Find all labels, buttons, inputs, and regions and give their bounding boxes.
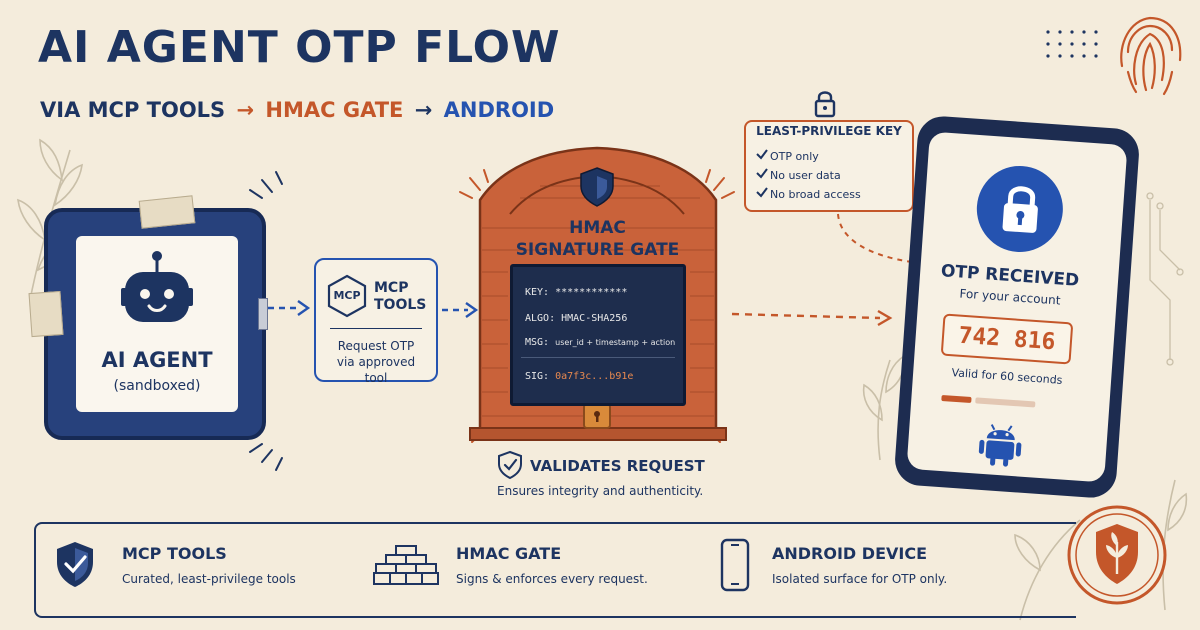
android-phone	[893, 114, 1141, 500]
mcp-desc-line1: Request OTP	[337, 339, 415, 353]
subtitle-arrow-1: →	[236, 98, 255, 122]
connector-key-to-phone	[837, 213, 913, 263]
mcp-hexagon-icon	[327, 274, 367, 318]
ai-agent-panel: AI AGENT (sandboxed)	[76, 236, 238, 412]
otp-timer-bar	[941, 394, 972, 404]
code-msg-label: MSG:	[525, 337, 550, 348]
feature-desc-hmac: Signs & enforces every request.	[456, 572, 648, 586]
validates-request-desc: Ensures integrity and authenticity.	[497, 484, 704, 498]
code-divider	[521, 357, 675, 358]
otp-code: 742 816	[957, 322, 1057, 356]
arrow-head-1	[297, 300, 311, 316]
mcp-divider	[330, 328, 422, 329]
validate-shield-check-icon	[498, 450, 522, 480]
fingerprint-icon	[1120, 16, 1182, 96]
feature-desc-android: Isolated surface for OTP only.	[772, 572, 948, 586]
least-privilege-box	[744, 120, 914, 212]
subtitle-arrow-2: →	[414, 98, 433, 122]
feature-title-mcp: MCP TOOLS	[122, 544, 227, 563]
key-padlock-icon	[814, 91, 836, 118]
agent-spark-lines	[249, 171, 283, 471]
least-privilege-item: No broad access	[770, 188, 861, 201]
android-robot-icon	[978, 424, 1022, 467]
ai-agent-sublabel: (sandboxed)	[113, 378, 201, 394]
mcp-tools-card: MCP MCP TOOLS Request OTP via approved t…	[314, 258, 438, 385]
mcp-title-line1: MCP	[374, 280, 409, 296]
gate-title-line2: SIGNATURE GATE	[515, 240, 680, 260]
mcp-badge: MCP	[333, 289, 361, 302]
mcp-desc-line2: via approved tool	[336, 355, 416, 385]
mcp-tools-desc: Request OTP via approved tool	[324, 338, 428, 386]
gate-title-line1: HMAC	[569, 218, 626, 238]
least-privilege-title: LEAST-PRIVILEGE KEY	[756, 124, 902, 138]
arrow-head-3	[877, 309, 893, 327]
code-sig-value: 0a7f3c...b91e	[555, 371, 634, 382]
otp-timer-track	[975, 397, 1036, 408]
phone-padlock-icon	[1002, 186, 1038, 233]
page-title: AI AGENT OTP FLOW	[38, 22, 561, 73]
code-algo-line: ALGO: HMAC-SHA256	[525, 313, 628, 324]
otp-code-box: 742 816	[940, 313, 1074, 365]
least-privilege-item: OTP only	[770, 150, 819, 163]
hmac-code-panel: KEY: ************ ALGO: HMAC-SHA256 MSG:…	[510, 264, 686, 406]
feature-title-hmac: HMAC GATE	[456, 544, 562, 563]
subtitle-part-hmac: HMAC GATE	[265, 98, 404, 122]
feature-desc-mcp: Curated, least-privilege tools	[122, 572, 296, 586]
phone-screen	[906, 131, 1128, 483]
shield-check-icon	[57, 542, 93, 587]
validates-request-title: VALIDATES REQUEST	[530, 457, 705, 475]
smartphone-icon	[720, 538, 750, 592]
arrow-head-2	[465, 302, 479, 318]
page-subtitle: VIA MCP TOOLS → HMAC GATE → ANDROID	[40, 98, 558, 122]
code-msg-line: MSG: user_id + timestamp + action	[525, 337, 675, 348]
ai-agent-label: AI AGENT	[101, 348, 213, 372]
hmac-gate-title: HMAC SIGNATURE GATE	[480, 217, 715, 261]
robot-icon	[121, 251, 193, 322]
mcp-title-line2: TOOLS	[374, 297, 427, 313]
leaf-shield-seal-icon	[1067, 505, 1167, 605]
circuit-right-icon	[1146, 192, 1184, 366]
features-bar: MCP TOOLS Curated, least-privilege tools…	[34, 522, 1076, 618]
tape-left	[28, 290, 64, 338]
arrow-gate-to-phone	[731, 312, 881, 320]
side-clip	[258, 298, 268, 330]
least-privilege-checks	[756, 149, 768, 198]
subtitle-part-android: ANDROID	[443, 98, 555, 122]
least-privilege-item: No user data	[770, 169, 841, 182]
brick-wall-icon	[373, 545, 439, 585]
code-key-line: KEY: ************	[525, 287, 628, 298]
code-sig-line: SIG: 0a7f3c...b91e	[525, 371, 633, 382]
ai-agent-box: AI AGENT (sandboxed)	[28, 195, 268, 440]
dot-grid	[1046, 30, 1098, 58]
subtitle-part-mcp: VIA MCP TOOLS	[40, 98, 226, 122]
mcp-tools-title: MCP TOOLS	[374, 280, 434, 314]
code-msg-value: user_id + timestamp + action	[555, 338, 676, 347]
code-sig-label: SIG:	[525, 371, 550, 382]
feature-title-android: ANDROID DEVICE	[772, 544, 927, 563]
tape-top	[138, 195, 196, 229]
